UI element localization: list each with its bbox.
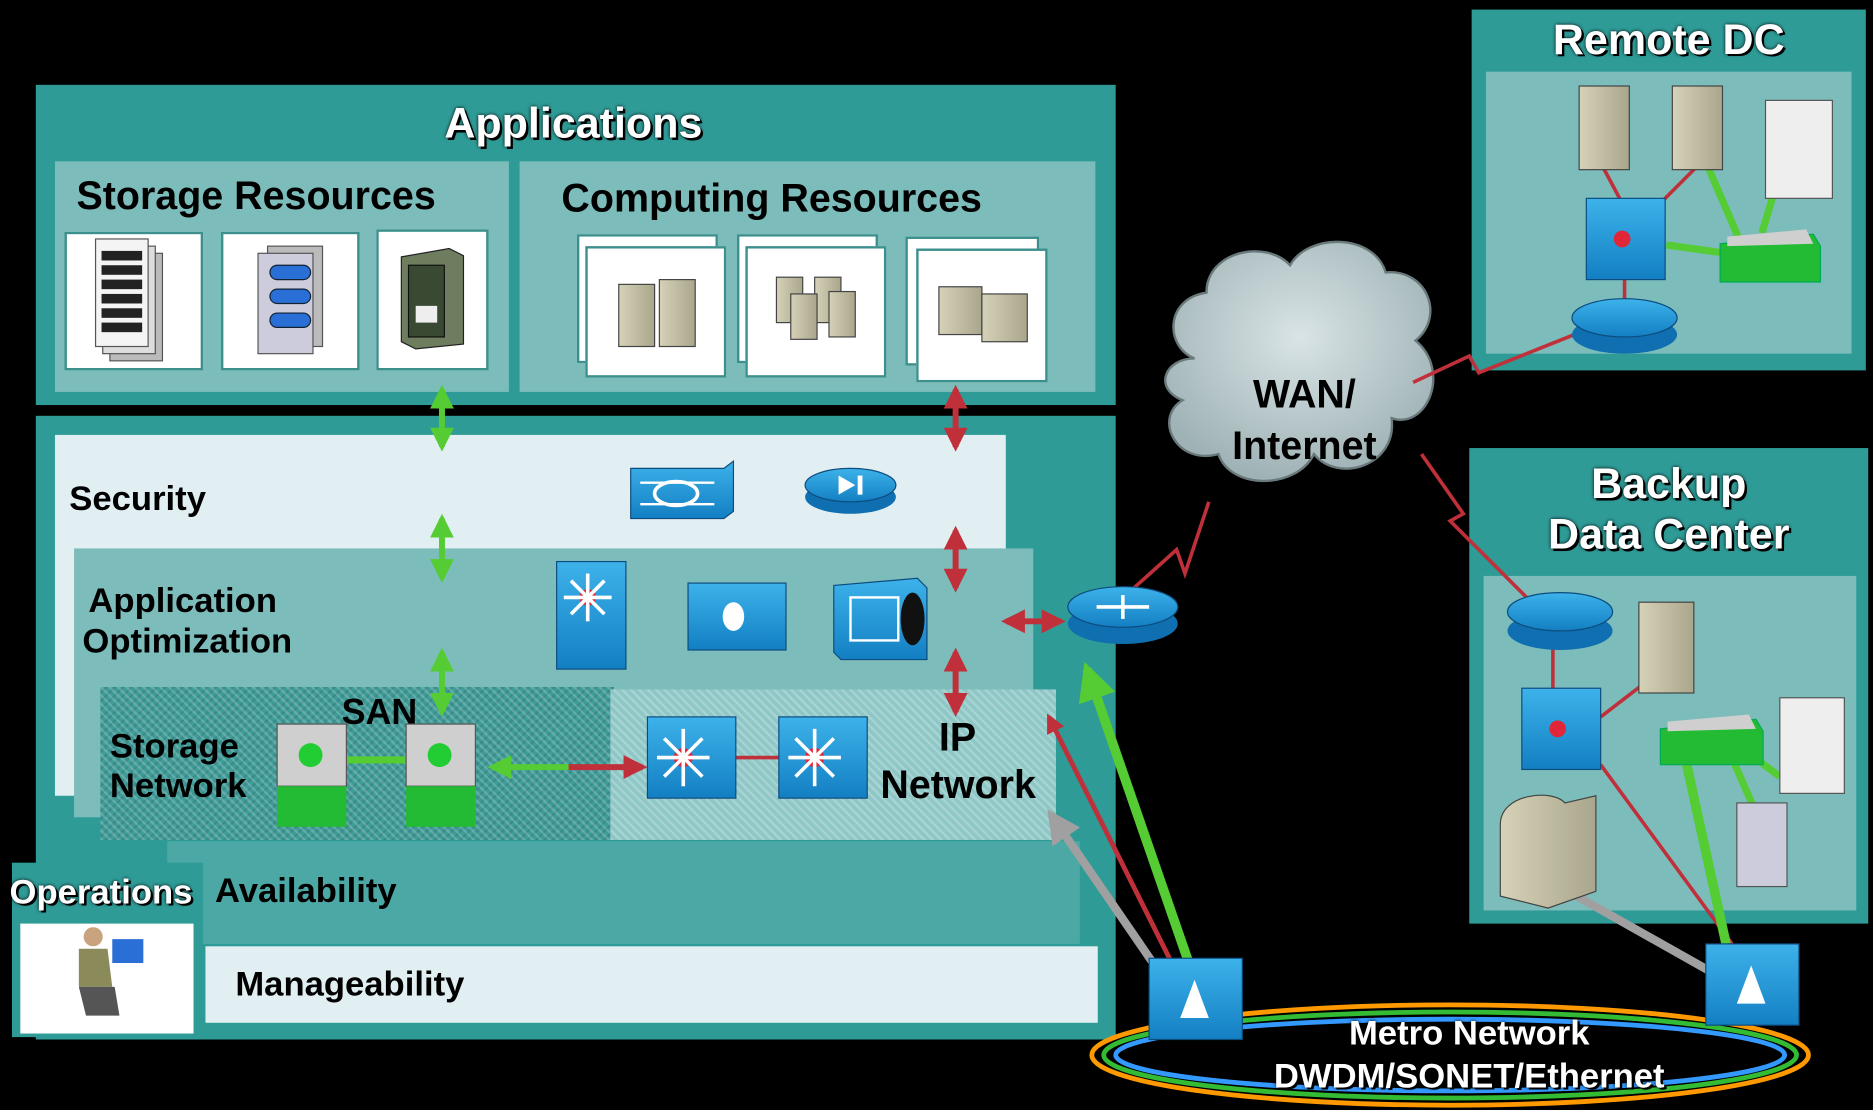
computing-resources-label: Computing Resources (561, 175, 982, 220)
remote-router-icon (1571, 298, 1678, 354)
operator-icon (78, 927, 144, 1016)
backup-disk-array-icon (1779, 697, 1845, 794)
remote-dc-title: Remote DC (1552, 14, 1785, 64)
remote-disk-array-icon (1764, 99, 1833, 199)
cache-engine-icon (687, 582, 787, 651)
security-label: Security (69, 480, 206, 519)
san-switch-1-icon (276, 723, 348, 827)
backup-dc-title-2: Data Center (1548, 508, 1790, 558)
backup-router-icon (1506, 592, 1614, 650)
storage-server-icon (400, 247, 465, 350)
ssl-offload-icon (833, 577, 928, 661)
vpn-concentrator-icon (804, 467, 897, 514)
content-switch-icon (556, 560, 627, 670)
wan-label-2: Internet (1232, 422, 1377, 468)
wan-links (1128, 332, 1576, 611)
edge-router-icon (1067, 586, 1179, 645)
backup-switch-icon (1521, 687, 1602, 771)
san-switch-2-icon (405, 723, 477, 827)
backup-dc-title-1: Backup (1591, 458, 1747, 508)
metro-label-2: DWDM/SONET/Ethernet (1273, 1057, 1665, 1096)
remote-switch-icon (1585, 197, 1666, 281)
ip-switch-2-icon (778, 716, 868, 799)
metro-node-right-icon (1705, 943, 1800, 1026)
wan-label-1: WAN/ (1252, 371, 1356, 416)
app-optimization-label-2: Optimization (82, 622, 293, 661)
disk-array-icon (94, 238, 164, 362)
storage-network-label-2: Network (109, 767, 247, 806)
mainframe-icon (938, 286, 1028, 343)
wan-cloud (1164, 240, 1435, 483)
applications-title: Applications (444, 97, 703, 147)
app-optimization-label-1: Application (88, 581, 277, 621)
remote-server-1-icon (1578, 85, 1630, 171)
firewall-module-icon (630, 460, 735, 520)
availability-label: Availability (215, 872, 397, 911)
remote-dc-links (1601, 165, 1777, 302)
metro-ring (1089, 1002, 1811, 1108)
remote-server-2-icon (1671, 85, 1724, 171)
metro-label-1: Metro Network (1348, 1014, 1590, 1053)
manageability-layer (205, 946, 1098, 1023)
ip-switch-1-icon (646, 716, 737, 799)
ip-network-label-1: IP (938, 714, 977, 759)
server-cluster-icon (775, 276, 856, 340)
san-label: SAN (341, 693, 418, 733)
backup-tape-icon (1736, 802, 1788, 888)
backup-mainframe-icon (1499, 794, 1597, 909)
metro-uplinks (1046, 661, 1195, 971)
metro-node-left-icon (1148, 957, 1243, 1041)
layer-arrows (346, 384, 1066, 780)
availability-layer (167, 841, 1080, 944)
compute-tile-servers (585, 246, 727, 378)
storage-network-label-1: Storage (109, 727, 239, 766)
backup-server-icon (1638, 601, 1695, 694)
operations-label: Operations (9, 873, 193, 912)
manageability-label: Manageability (235, 965, 465, 1004)
storage-resources-label: Storage Resources (76, 173, 436, 218)
backup-san-switch-icon (1659, 714, 1764, 766)
tape-library-icon (257, 245, 324, 355)
ip-network-label-2: Network (880, 762, 1036, 807)
server-pair-icon (618, 278, 696, 348)
remote-san-switch-icon (1719, 229, 1822, 283)
